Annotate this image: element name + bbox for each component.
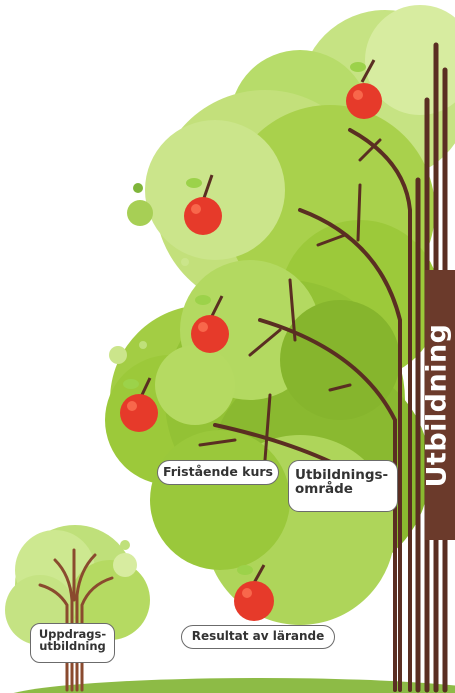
small-tree [5,525,150,690]
label-resultat-av-larande: Resultat av lärande [181,625,335,649]
label-utbildningsomrade: Utbildnings- område [288,460,398,512]
label-fristaende-kurs: Fristående kurs [157,460,279,485]
label-uppdragsutbildning: Uppdrags- utbildning [30,623,115,663]
trunk-label-container: Utbildning [402,280,455,530]
trunk-label: Utbildning [422,323,453,487]
